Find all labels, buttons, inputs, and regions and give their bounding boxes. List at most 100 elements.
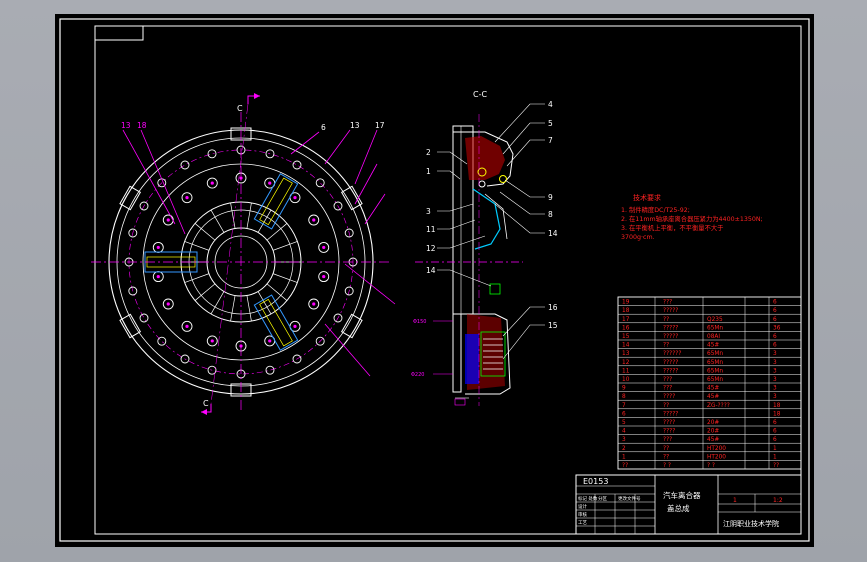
balloon-label: 5 <box>548 119 553 128</box>
spring-center <box>156 274 160 279</box>
part-material: 65Mn <box>707 368 723 374</box>
note-line: 1. 制件精度DC/T25-92; <box>621 205 690 214</box>
spring-center <box>166 302 170 306</box>
spring-hole <box>181 192 193 204</box>
balloon-label: 13 <box>121 121 131 130</box>
part-number: 14 <box>622 343 630 349</box>
part-quantity: 3 <box>773 351 777 357</box>
part-number: 19 <box>622 300 630 306</box>
spring-center <box>268 339 272 343</box>
drawing-scale: 1:2 <box>773 497 783 504</box>
rivet-hole <box>139 201 149 211</box>
drawing-subtitle: 盖总成 <box>667 503 690 513</box>
spring-center <box>166 218 170 222</box>
school-name: 江阴职业技术学院 <box>723 519 779 528</box>
part-material: Q235 <box>707 317 723 323</box>
rivet-hole <box>315 336 325 346</box>
balloon-label: 9 <box>548 193 553 202</box>
part-name: ?? <box>663 454 669 460</box>
part-quantity: 6 <box>773 437 777 443</box>
part-quantity: 6 <box>773 420 777 426</box>
diaphragm-slot <box>230 295 236 322</box>
rivet-hole <box>292 354 302 364</box>
part-number: 7 <box>622 403 626 409</box>
diaphragm-slot <box>184 273 210 283</box>
part-quantity: 1 <box>773 446 777 452</box>
part-material: 20# <box>707 420 719 426</box>
part-number: 17 <box>622 317 630 323</box>
diaphragm-slot <box>210 209 225 233</box>
svg-text:设计: 设计 <box>578 503 587 510</box>
spring-hole <box>206 335 218 347</box>
rivet-hole <box>139 313 149 323</box>
part-name: ???? <box>663 420 675 426</box>
release-lever <box>253 173 299 230</box>
section-cut-line <box>210 103 249 405</box>
svg-text:Φ150: Φ150 <box>413 319 426 325</box>
part-quantity: 3 <box>773 368 777 374</box>
section-view: C-C <box>411 90 558 406</box>
rivet-hole <box>292 160 302 170</box>
svg-text:Φ220: Φ220 <box>411 372 424 378</box>
section-view-title: C-C <box>473 90 487 99</box>
title-block: 标记 处数设计审核 工艺分区更改文件号 E0153 汽车离合器 盖总成 江阴职业… <box>575 474 802 535</box>
spring-center <box>322 274 326 279</box>
part-quantity: 1 <box>773 454 777 460</box>
drawing-canvas: C C 13 18 6 13 17 <box>59 18 810 542</box>
spring-hole <box>308 214 320 226</box>
spring-center <box>185 324 189 328</box>
spring-center <box>156 245 160 250</box>
balloon-label: 18 <box>137 121 147 130</box>
rivet-hole <box>180 160 190 170</box>
spring-hole <box>162 214 174 226</box>
rivet-hole <box>128 286 138 296</box>
part-name: ?? <box>663 403 669 409</box>
drawing-sheet: C C 13 18 6 13 17 <box>55 14 814 547</box>
spring-hole <box>181 320 193 332</box>
section-mark-bottom: C <box>201 399 212 415</box>
spring-hole <box>162 298 174 310</box>
section-mark-bottom-label: C <box>203 399 209 408</box>
rivet-hole <box>207 365 217 375</box>
spring-center <box>293 196 297 200</box>
note-line: 3700g·cm. <box>621 234 655 241</box>
balloon-label: 4 <box>548 100 553 109</box>
balloon-label: 8 <box>548 210 553 219</box>
release-lever <box>253 294 299 351</box>
svg-text:工艺: 工艺 <box>578 520 587 526</box>
part-name: ?????? <box>663 351 681 357</box>
part-material: HT200 <box>707 446 726 452</box>
part-quantity: 3 <box>773 377 777 383</box>
part-material: 45# <box>707 386 719 392</box>
mounting-lug <box>119 185 142 211</box>
part-number: 15 <box>622 334 630 340</box>
part-number: 12 <box>622 360 630 366</box>
part-number: 4 <box>622 429 626 435</box>
diaphragm-slot <box>246 202 252 229</box>
part-number: 11 <box>622 368 630 374</box>
diaphragm-slot <box>272 241 298 251</box>
rivet-hole <box>265 365 275 375</box>
part-name: ?? <box>663 343 669 349</box>
part-material: 65Mn <box>707 325 723 331</box>
part-number: 16 <box>622 325 630 331</box>
part-quantity: 3 <box>773 360 777 366</box>
part-name: ??? <box>663 386 672 392</box>
rivet-hole <box>180 354 190 364</box>
part-quantity: 6 <box>773 300 777 306</box>
balloon-label: 12 <box>426 244 436 253</box>
part-number: 9 <box>622 386 626 392</box>
part-material: 08Al <box>707 334 720 340</box>
balloon-label: 14 <box>426 266 436 275</box>
part-quantity: 36 <box>773 325 781 331</box>
inner-border <box>94 25 802 535</box>
front-view <box>91 103 391 412</box>
header-quantity: ?? <box>773 463 779 469</box>
svg-text:标记 处数: 标记 处数 <box>578 495 598 502</box>
part-name: ???? <box>663 394 675 400</box>
spring-center <box>239 176 243 180</box>
part-number: 2 <box>622 446 626 452</box>
part-number: 10 <box>622 377 630 383</box>
diaphragm-slot <box>194 283 216 301</box>
